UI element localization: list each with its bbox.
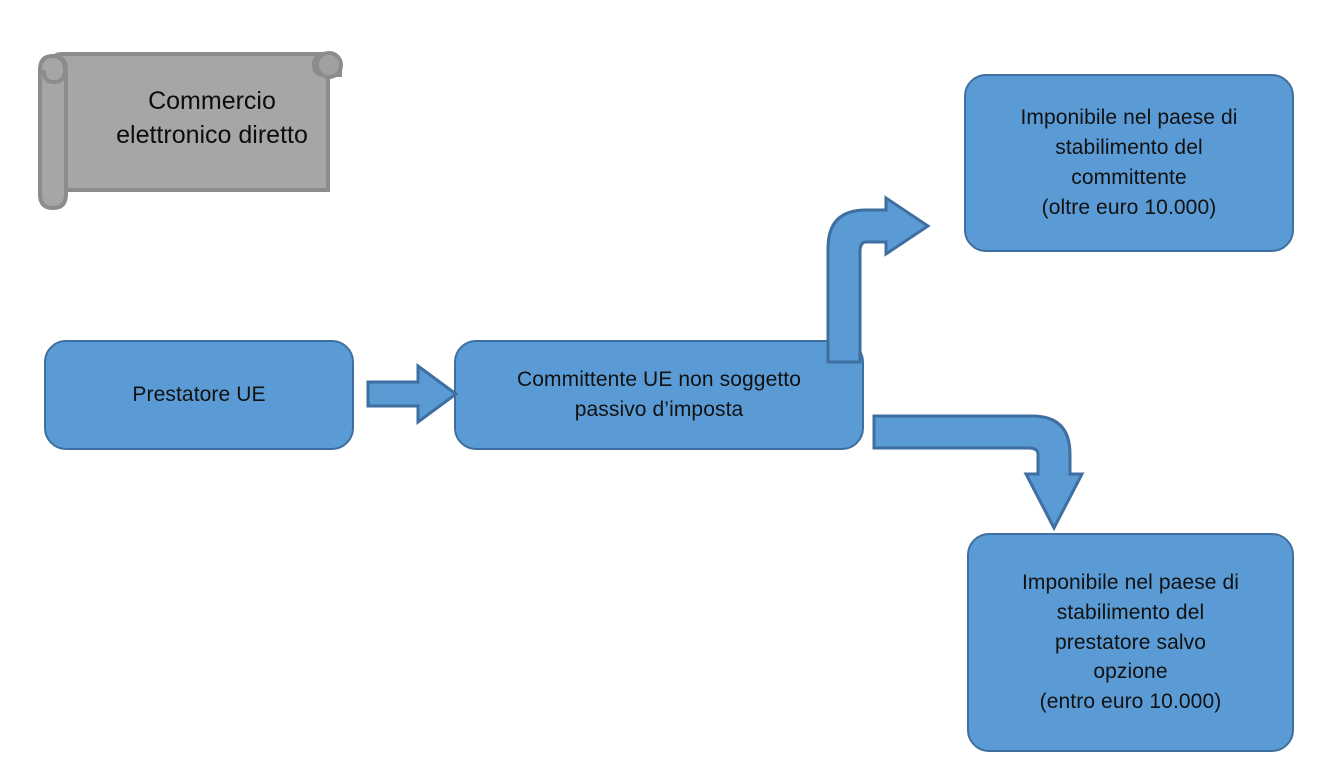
banner-roll-left [38,53,68,211]
node-imponibile-paese-committente[interactable]: Imponibile nel paese di stabilimento del… [964,74,1294,252]
node-imponibile-paese-prestatore[interactable]: Imponibile nel paese di stabilimento del… [967,533,1294,752]
banner-curl-top-right-roll [315,51,343,79]
arrow-bent-up-right-to-imponibile-committente [824,195,936,364]
node-prestatore-ue[interactable]: Prestatore UE [44,340,354,450]
arrow-right-icon [366,363,459,425]
banner-body [50,52,330,192]
banner-roll-left-curl [42,54,68,85]
arrow-right-prestatore-to-committente [366,362,460,426]
arrow-bent-right-down-icon [872,414,1085,532]
node-committente-ue[interactable]: Committente UE non soggetto passivo d’im… [454,340,864,450]
arrow-bent-up-right-icon [826,195,931,364]
commercio-elettronico-diretto-banner[interactable]: Commercio elettronico diretto [28,46,368,214]
arrow-bent-right-down-to-imponibile-prestatore [872,412,1085,532]
